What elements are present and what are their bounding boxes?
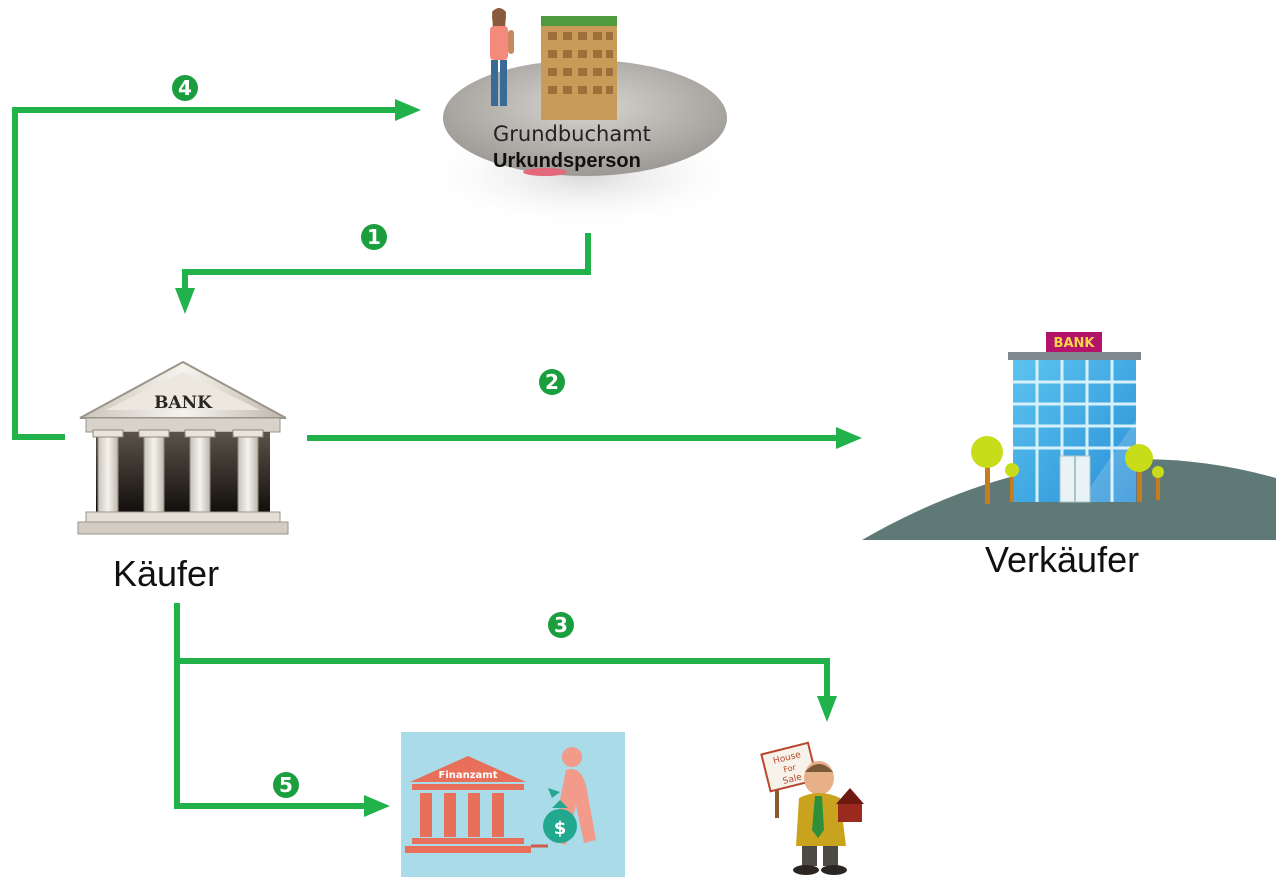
step-badge-5: 5: [273, 772, 299, 798]
step-badge-4: 4: [172, 75, 198, 101]
step-1-number: 1: [367, 225, 381, 249]
step-2-number: 2: [545, 370, 559, 394]
kaeufer-bank-sign: BANK: [154, 393, 213, 413]
step-2-arrowhead: [836, 427, 862, 449]
step-1-arrowhead: [175, 288, 195, 314]
step-3-number: 3: [554, 613, 568, 637]
money-bag-symbol: $: [554, 818, 567, 839]
step-3-arrowhead: [817, 696, 837, 722]
step-1-connector: [182, 233, 591, 290]
step-badge-3: 3: [548, 612, 574, 638]
verkaeufer-bank-icon: BANK: [862, 332, 1276, 540]
urkundsperson-label: Urkundsperson: [493, 150, 641, 172]
grundbuchamt-disc-edge: [523, 168, 567, 176]
verkaeufer-bank-sign: BANK: [1054, 336, 1096, 351]
step-5-number: 5: [279, 773, 293, 797]
step-4-number: 4: [178, 76, 192, 100]
real-estate-agent-icon: House For Sale: [760, 741, 864, 875]
building-icon: [541, 16, 617, 120]
kaeufer-label: Käufer: [113, 553, 219, 594]
finanzamt-sign: Finanzamt: [438, 770, 497, 781]
step-5-arrowhead: [364, 795, 390, 817]
finanzamt-icon: Finanzamt $: [401, 732, 625, 877]
person-icon: [490, 8, 514, 106]
step-3-connector: [174, 603, 830, 698]
tree-icon: [971, 436, 1164, 504]
sale-sign-line-2: For: [782, 762, 797, 774]
grundbuchamt-node: Grundbuchamt Urkundsperson: [415, 8, 755, 230]
verkaeufer-label: Verkäufer: [985, 539, 1139, 580]
step-badge-1: 1: [361, 224, 387, 250]
step-4-connector: [12, 107, 398, 440]
step-5-connector: [174, 661, 367, 809]
grundbuchamt-label: Grundbuchamt: [493, 122, 651, 146]
sale-sign-line-3: Sale: [782, 772, 804, 786]
step-badge-2: 2: [539, 369, 565, 395]
kaeufer-bank-icon: BANK: [77, 360, 289, 535]
step-4-arrowhead: [395, 99, 421, 121]
